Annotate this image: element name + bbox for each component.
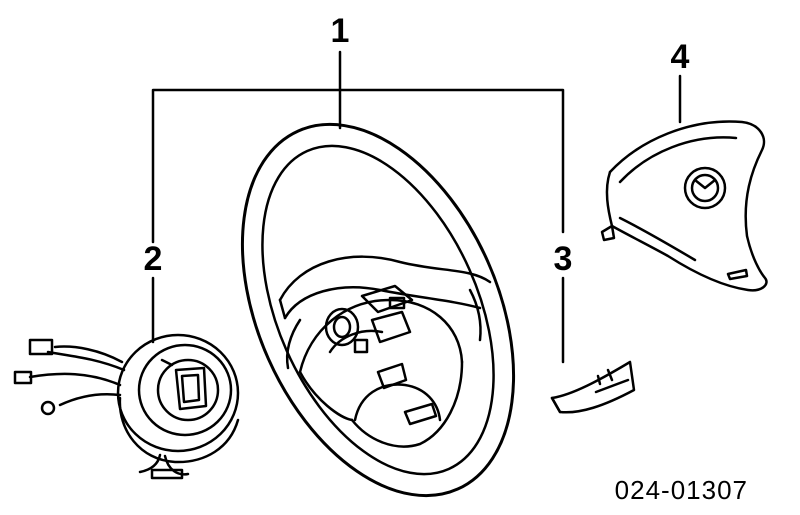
airbag-module-part <box>600 120 768 292</box>
steering-wheel-part <box>240 122 516 498</box>
clock-spring-part <box>13 333 240 480</box>
callout-1: 1 <box>330 12 350 50</box>
part-code-label: 024-01307 <box>614 475 748 505</box>
callout-3: 3 <box>553 240 573 278</box>
callout-4: 4 <box>670 38 690 76</box>
leader-lines <box>151 50 682 364</box>
trim-cover-part <box>550 360 636 414</box>
callout-2: 2 <box>143 240 163 278</box>
